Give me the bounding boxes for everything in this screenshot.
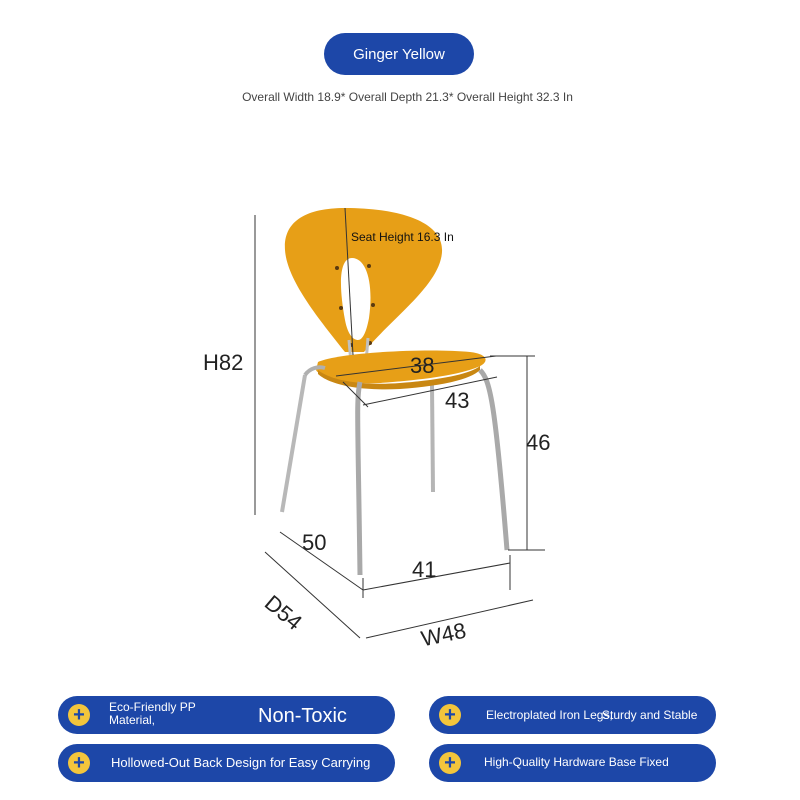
chair-leg-back-right <box>430 384 435 493</box>
feature-text-secondary: Sturdy and Stable <box>602 708 698 722</box>
feature-highlight: Non-Toxic <box>258 705 347 727</box>
seat-height-label: Seat Height 16.3 In <box>351 230 454 244</box>
seat-width-label: 38 <box>410 353 435 378</box>
feature-eco-friendly: + Eco-Friendly PP Material, Non-Toxic <box>58 696 395 734</box>
plus-icon: + <box>439 752 461 774</box>
plus-icon: + <box>68 704 90 726</box>
color-option-label: Ginger Yellow <box>353 45 445 63</box>
feature-electroplated-legs: + Electroplated Iron Legs, Sturdy and St… <box>429 696 716 734</box>
feature-text: Electroplated Iron Legs, <box>486 708 613 722</box>
feature-hardware-base: + High-Quality Hardware Base Fixed <box>429 744 716 782</box>
chair-leg-back-left <box>280 374 307 513</box>
chair-seat <box>316 350 486 384</box>
overall-dimensions-text: Overall Width 18.9* Overall Depth 21.3* … <box>242 90 573 104</box>
total-height-label: H82 <box>203 350 244 375</box>
feature-text: High-Quality Hardware Base Fixed <box>484 755 669 769</box>
feature-text: Hollowed-Out Back Design for Easy Carryi… <box>111 755 371 770</box>
dimension-lines <box>254 207 545 639</box>
plus-icon: + <box>68 752 90 774</box>
leg-depth-label: 50 <box>302 530 327 555</box>
chair-leg-front-right <box>478 368 510 551</box>
color-option-button[interactable]: Ginger Yellow <box>324 33 474 75</box>
leg-width-label: 41 <box>412 557 437 582</box>
feature-hollowed-back: + Hollowed-Out Back Design for Easy Carr… <box>58 744 395 782</box>
chair-leg-front-left <box>355 381 363 576</box>
backrest-screws <box>335 264 375 347</box>
feature-text: Eco-Friendly PP Material, <box>109 700 196 727</box>
seat-depth-label: 43 <box>445 388 470 413</box>
plus-icon: + <box>439 704 461 726</box>
seat-floor-height-label: 46 <box>526 430 551 455</box>
chair-backrest <box>284 208 443 352</box>
